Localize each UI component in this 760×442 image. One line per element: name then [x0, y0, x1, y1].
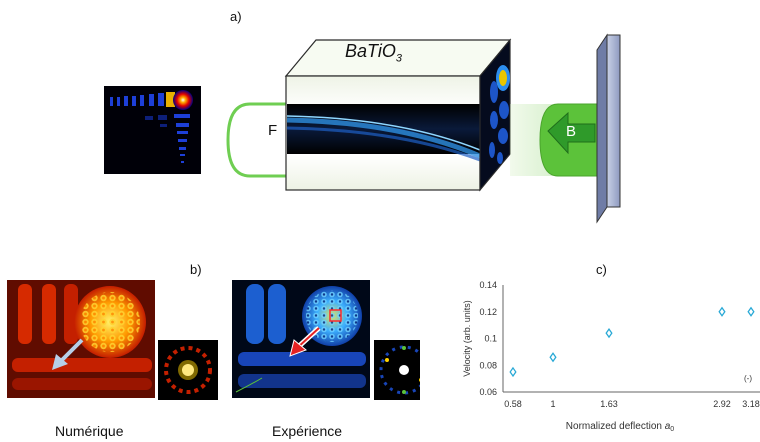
forward-beam-label: F	[268, 122, 278, 139]
arrow-icon	[52, 354, 68, 370]
input-mode-pattern	[104, 86, 201, 174]
mirror	[596, 33, 621, 224]
x-axis-label: Normalized deflection a0	[566, 421, 675, 433]
forward-beam	[226, 102, 302, 178]
panel-b-label: b)	[190, 262, 202, 277]
x-tick-label: 0.58	[504, 399, 522, 409]
y-tick-label: 0.08	[479, 360, 497, 370]
x-tick-label: 1.63	[600, 399, 618, 409]
numeric-pattern	[7, 280, 155, 398]
numeric-farfield	[158, 340, 218, 400]
arrow-icon	[289, 339, 307, 357]
crystal-output-pattern	[489, 65, 510, 164]
x-axis-label-symbol: a	[665, 421, 671, 432]
data-point-marker	[747, 306, 755, 317]
crystal-formula: BaTiO	[345, 41, 396, 61]
x-tick-label: 3.18	[742, 399, 760, 409]
crystal-formula-subscript: 3	[395, 52, 402, 65]
y-tick-label: 0.1	[484, 334, 497, 344]
caption-numeric: Numérique	[55, 423, 124, 439]
y-tick-label: 0.12	[479, 307, 497, 317]
x-tick-label: 2.92	[713, 399, 731, 409]
data-point-marker	[718, 306, 726, 317]
caption-experiment: Expérience	[272, 423, 343, 439]
y-tick-label: 0.14	[479, 280, 497, 290]
data-point-marker	[509, 366, 517, 378]
panel-b-images	[7, 280, 420, 400]
panel-a-label: a)	[230, 9, 242, 24]
chart-edge-text: (-)	[744, 374, 752, 383]
crystal-beam	[286, 104, 481, 162]
data-point-marker	[549, 352, 557, 363]
x-axis-label-subscript: 0	[670, 426, 674, 433]
panel-a-diagram	[104, 33, 621, 224]
y-tick-label: 0.06	[479, 387, 497, 397]
x-tick-label: 1	[550, 399, 555, 409]
crystal-label: BaTiO3	[345, 41, 402, 65]
backward-arrow-icon	[547, 111, 596, 155]
panel-c-label: c)	[596, 262, 607, 277]
y-axis-label: Velocity (arb. units)	[462, 300, 472, 377]
experiment-pattern	[232, 280, 370, 398]
backward-beam-label: B	[566, 123, 577, 140]
data-point-marker	[605, 328, 613, 339]
experiment-farfield	[374, 340, 420, 400]
